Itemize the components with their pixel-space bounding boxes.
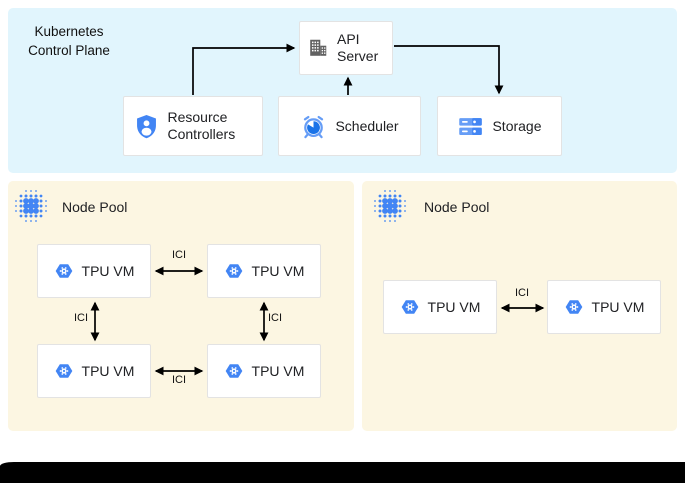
- tpu-hexagon-icon: [54, 361, 74, 381]
- resource-controllers-label: Resource Controllers: [167, 109, 236, 142]
- tpu-vm-label: TPU VM: [251, 262, 305, 279]
- tpu-hexagon-icon: [224, 261, 244, 281]
- tpu-hexagon-icon: [54, 261, 74, 281]
- storage-label: Storage: [492, 117, 542, 134]
- ici-label: ICI: [268, 312, 283, 324]
- bottom-bar: [0, 462, 685, 483]
- ici-label: ICI: [171, 374, 187, 386]
- tpu-vm-label: TPU VM: [251, 362, 305, 379]
- control-plane-panel: Kubernetes Control Plane: [8, 8, 677, 173]
- node-pool-title: Node Pool: [424, 199, 490, 215]
- tpu-vm-box: TPU VM: [37, 344, 151, 398]
- ici-label: ICI: [73, 312, 88, 324]
- tpu-vm-box: TPU VM: [37, 244, 151, 298]
- tpu-vm-box: TPU VM: [383, 280, 497, 334]
- node-pool-left-panel: Node Pool TPU VM TPU VM: [8, 181, 354, 431]
- node-pool-icon: [13, 188, 49, 224]
- scheduler-label: Scheduler: [335, 117, 399, 134]
- storage-disks-icon: [457, 113, 484, 140]
- control-plane-title: Kubernetes Control Plane: [28, 24, 110, 58]
- resource-controllers-box: Resource Controllers: [123, 96, 263, 156]
- shield-user-icon: [133, 113, 160, 140]
- tpu-hexagon-icon: [400, 297, 420, 317]
- storage-box: Storage: [437, 96, 562, 156]
- tpu-vm-box: TPU VM: [547, 280, 661, 334]
- tpu-hexagon-icon: [564, 297, 584, 317]
- tpu-vm-label: TPU VM: [81, 262, 135, 279]
- tpu-hexagon-icon: [224, 361, 244, 381]
- tpu-vm-label: TPU VM: [427, 298, 481, 315]
- node-pool-icon: [372, 188, 408, 224]
- ici-label: ICI: [514, 287, 530, 299]
- building-icon: [307, 37, 329, 59]
- node-pool-right-panel: Node Pool TPU VM TPU VM: [362, 181, 677, 431]
- api-server-label: API Server: [337, 31, 379, 64]
- scheduler-box: Scheduler: [278, 96, 421, 156]
- tpu-vm-label: TPU VM: [81, 362, 135, 379]
- ici-label: ICI: [171, 249, 187, 261]
- tpu-vm-box: TPU VM: [207, 344, 321, 398]
- tpu-vm-box: TPU VM: [207, 244, 321, 298]
- api-server-box: API Server: [299, 21, 393, 75]
- clock-icon: [300, 113, 327, 140]
- tpu-vm-label: TPU VM: [591, 298, 645, 315]
- node-pool-title: Node Pool: [62, 199, 128, 215]
